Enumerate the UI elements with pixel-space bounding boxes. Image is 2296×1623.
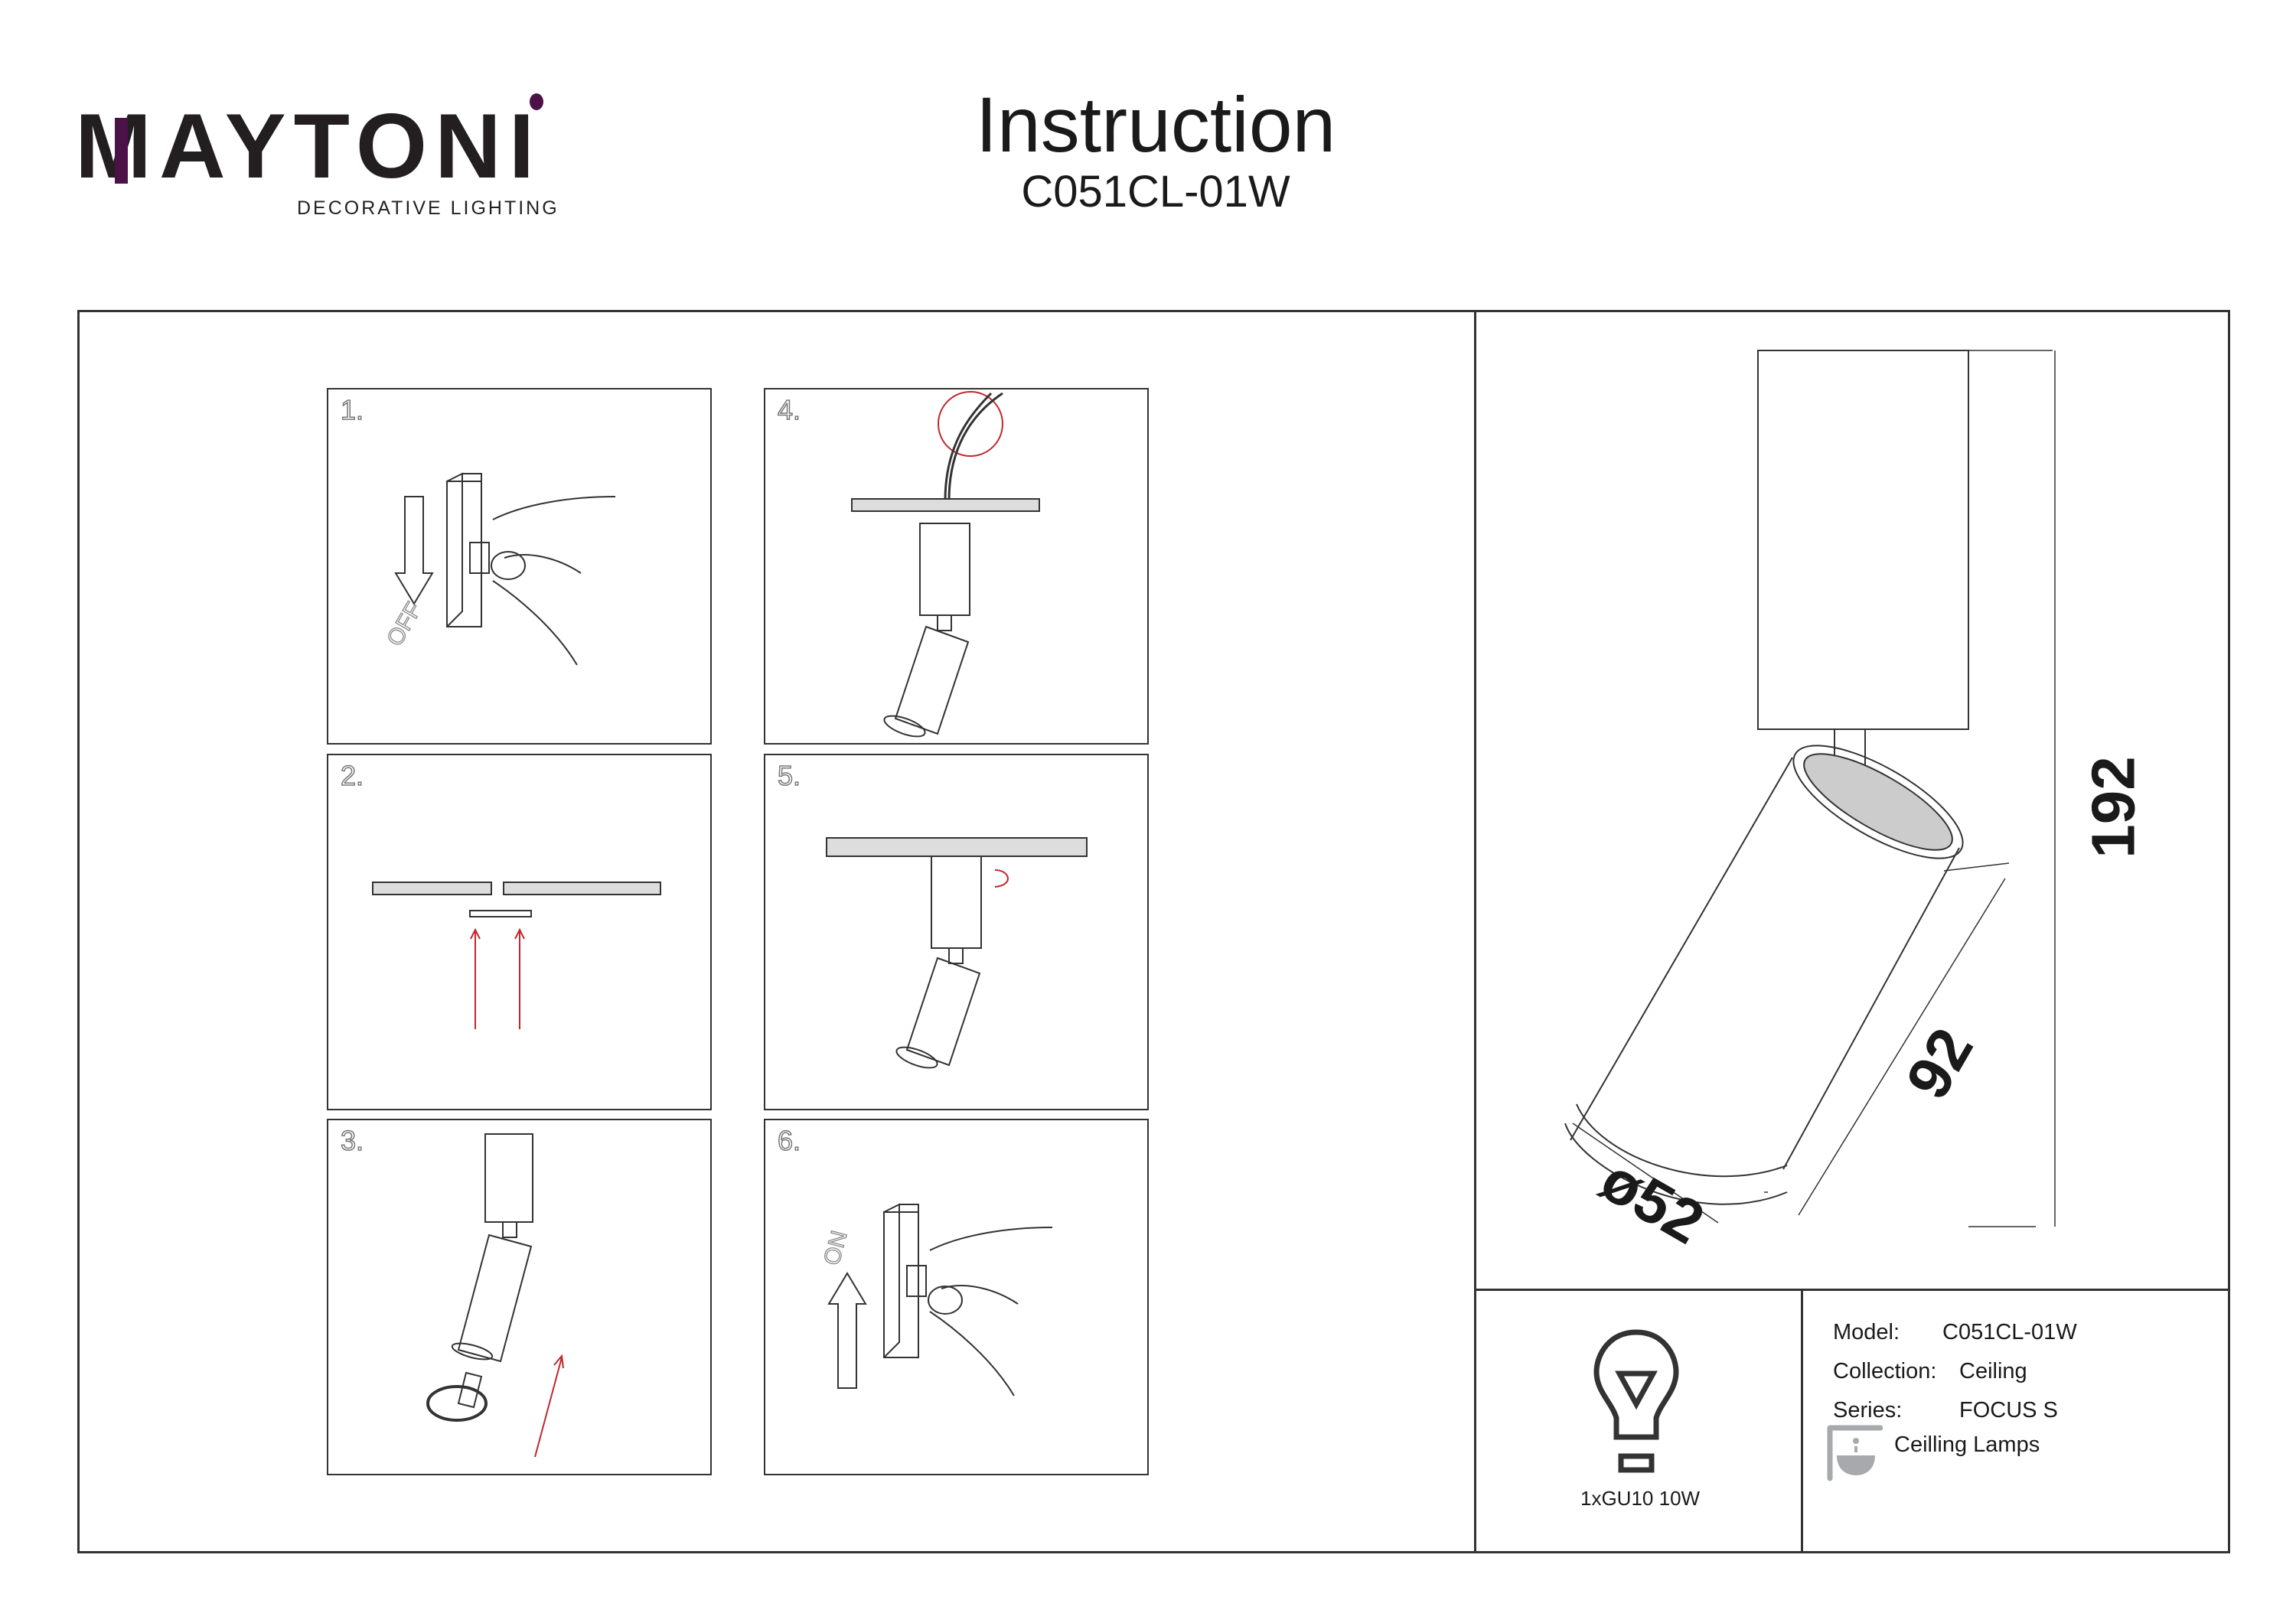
step-2-panel: 2. xyxy=(327,754,712,1110)
divider xyxy=(1474,310,1476,1553)
step-number: 6. xyxy=(777,1124,801,1157)
wiring-illustration xyxy=(851,391,1040,738)
divider xyxy=(1801,1289,1803,1553)
collection-label: Collection: xyxy=(1833,1359,1937,1383)
divider xyxy=(1474,1289,2230,1291)
bulb-spec: 1xGU10 10W xyxy=(1580,1487,1701,1510)
bulb-insert-illustration xyxy=(426,1133,564,1458)
logo-accent-bar xyxy=(115,118,128,184)
step-4-panel: 4. xyxy=(764,388,1149,745)
step-5-panel: 5. xyxy=(764,754,1149,1110)
step-1-panel: 1. OFF xyxy=(327,388,712,745)
model-value: C051CL-01W xyxy=(1942,1320,2077,1344)
model-number: C051CL-01W xyxy=(1021,167,1290,217)
instruction-frame xyxy=(77,310,2230,1553)
series-label: Series: xyxy=(1833,1398,1903,1423)
step-3-panel: 3. xyxy=(327,1119,712,1475)
mounting-illustration xyxy=(826,837,1088,1069)
collection-value: Ceiling xyxy=(1959,1359,2027,1383)
mounting-plate-illustration xyxy=(372,882,661,1029)
logo-accent-dot xyxy=(530,93,543,110)
switch-on-illustration xyxy=(827,1203,1053,1396)
bulb-icon xyxy=(1593,1329,1679,1473)
model-label: Model: xyxy=(1833,1320,1900,1344)
category-label: Ceilling Lamps xyxy=(1894,1432,2040,1457)
step-number: 1. xyxy=(340,393,364,426)
page-title: Instruction xyxy=(975,81,1336,168)
step-number: 2. xyxy=(340,759,364,792)
height-dimension: 192 xyxy=(2079,756,2148,859)
switch-off-illustration xyxy=(394,472,616,666)
step-number: 3. xyxy=(340,1124,364,1157)
step-6-panel: 6. ON xyxy=(764,1119,1149,1475)
logo-wordmark: MAYTONI xyxy=(75,95,543,197)
step-number: 4. xyxy=(777,393,801,426)
series-value: FOCUS S xyxy=(1959,1398,2058,1423)
ceiling-lamp-icon xyxy=(1827,1425,1883,1481)
dimension-drawing xyxy=(1564,350,2056,1227)
step-number: 5. xyxy=(777,759,801,792)
logo-tagline: DECORATIVE LIGHTING xyxy=(297,197,559,219)
